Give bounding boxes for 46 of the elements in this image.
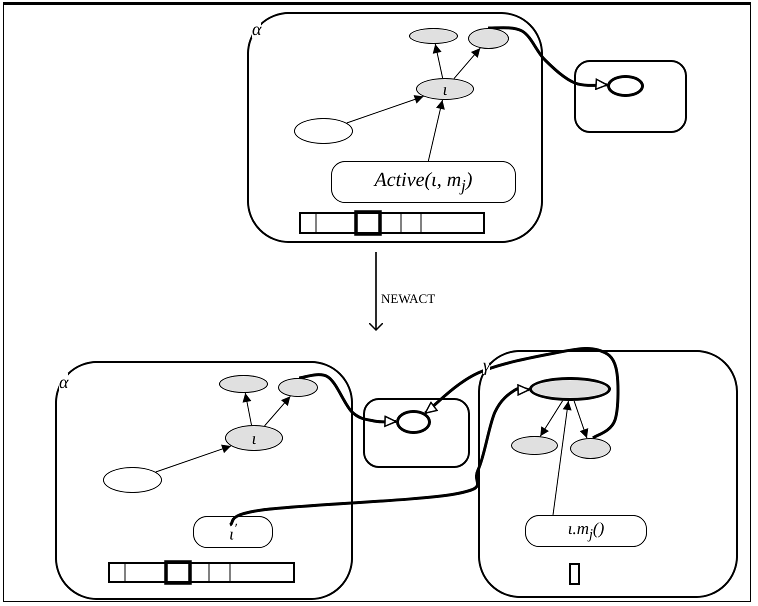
- node-label: ι.m$_{j}$(): [568, 520, 604, 542]
- statement-box: [331, 161, 516, 203]
- object-ellipse: [570, 438, 611, 459]
- region-name: α: [59, 373, 68, 391]
- statement-box: [525, 515, 647, 547]
- statement-box: [193, 516, 273, 548]
- reference-arrow: [424, 346, 620, 440]
- edge-label: NEWACT: [381, 292, 436, 305]
- reference-arrow: [298, 373, 397, 428]
- arrow: [574, 400, 588, 439]
- arrow: [264, 396, 291, 426]
- node-label: ι$^{′}$: [229, 522, 237, 542]
- small-rectangle: [569, 563, 580, 585]
- arrow: [552, 400, 572, 516]
- object-ellipse: [225, 425, 283, 451]
- region-name: α: [252, 20, 262, 38]
- port-circle: [607, 75, 644, 97]
- object-region: [247, 12, 543, 243]
- reference-arrow: [488, 26, 608, 90]
- tape-drawing: [299, 212, 485, 234]
- arrow: [242, 392, 252, 426]
- object-ellipse: [103, 467, 162, 493]
- arrow: [346, 95, 424, 124]
- tape-drawing: [108, 562, 295, 583]
- object-ellipse: [219, 375, 268, 393]
- object-region: [478, 350, 738, 598]
- arrow: [368, 252, 384, 331]
- node-label: ι: [442, 80, 448, 98]
- object-region: [363, 398, 470, 468]
- object-ellipse: [278, 378, 318, 397]
- object-ellipse: [294, 118, 353, 144]
- object-ellipse: [468, 28, 509, 49]
- object-ellipse: [409, 28, 458, 44]
- node-label: Active(ι, m$_{j}$): [374, 170, 472, 194]
- node-label: ι: [252, 430, 256, 446]
- object-region: [55, 361, 353, 600]
- arrow: [432, 43, 444, 79]
- arrow: [540, 400, 564, 437]
- reference-arrow: [228, 383, 530, 526]
- arrow: [428, 99, 445, 162]
- arrow: [454, 48, 481, 80]
- port-circle: [396, 410, 431, 434]
- arrow: [155, 444, 232, 472]
- object-ellipse: [416, 78, 474, 100]
- object-ellipse: [511, 436, 558, 455]
- object-region: [574, 60, 687, 133]
